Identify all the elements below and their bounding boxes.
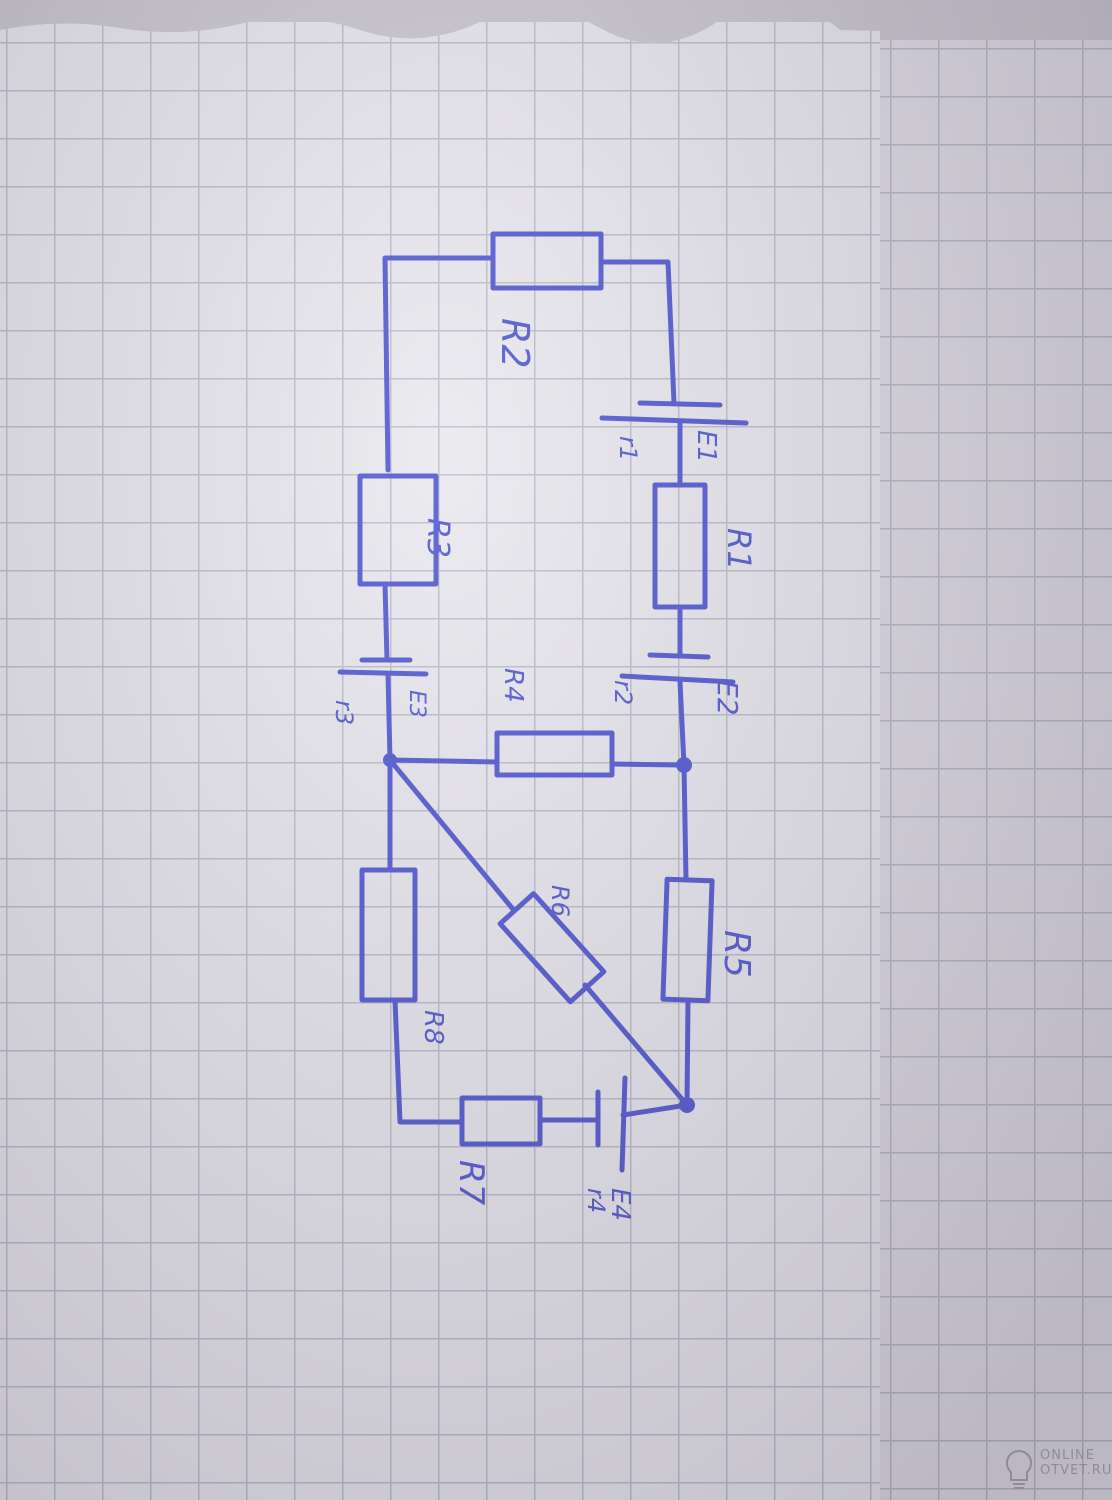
wire-top-left bbox=[382, 255, 496, 473]
label-R3: R3 bbox=[420, 518, 455, 558]
label-R4: R4 bbox=[498, 668, 528, 703]
label-R5: R5 bbox=[716, 930, 757, 978]
lightbulb-logo-icon bbox=[1005, 1449, 1033, 1489]
torn-paper-edge bbox=[0, 0, 1112, 44]
watermark: ONLINE OTVET.RU bbox=[1040, 1448, 1112, 1478]
wire-node-r8 bbox=[387, 757, 465, 1125]
resistor-R1 bbox=[652, 482, 708, 610]
label-r2: r2 bbox=[609, 680, 637, 705]
battery-E4 bbox=[595, 1075, 628, 1173]
watermark-line1: ONLINE bbox=[1040, 1448, 1095, 1463]
label-R1: R1 bbox=[720, 528, 758, 571]
label-R8: R8 bbox=[418, 1010, 448, 1045]
battery-E3 bbox=[337, 657, 429, 677]
wire-top-right bbox=[599, 259, 677, 406]
label-E3: E3 bbox=[404, 690, 429, 718]
label-r4: r4 bbox=[582, 1188, 610, 1213]
wire-r6 bbox=[387, 757, 690, 1108]
wire-e4-node bbox=[620, 1102, 690, 1118]
resistor-R6 bbox=[497, 891, 607, 1005]
battery-E1 bbox=[599, 400, 749, 426]
wire-node-r5 bbox=[681, 762, 691, 1108]
resistor-R4 bbox=[494, 730, 615, 778]
label-r3: r3 bbox=[330, 700, 358, 725]
label-R2: R2 bbox=[493, 318, 537, 369]
wire-r3-e3 bbox=[382, 581, 390, 663]
resistor-R3 bbox=[357, 473, 439, 587]
label-E1: E1 bbox=[691, 430, 721, 463]
graph-paper-right-page bbox=[880, 40, 1112, 1500]
resistor-R8 bbox=[359, 867, 418, 1003]
label-E2: E2 bbox=[711, 680, 744, 716]
wire-r4 bbox=[387, 757, 687, 768]
wire-e3-node bbox=[385, 671, 393, 763]
battery-E2 bbox=[619, 652, 736, 685]
label-r1: r1 bbox=[614, 436, 642, 461]
label-R7: R7 bbox=[451, 1160, 491, 1206]
wire-e2-node bbox=[677, 679, 687, 768]
resistor-R2 bbox=[490, 231, 604, 291]
label-R6: R6 bbox=[546, 885, 574, 917]
resistor-R7 bbox=[459, 1095, 543, 1147]
label-E4: E4 bbox=[605, 1188, 635, 1221]
watermark-line2: OTVET.RU bbox=[1040, 1463, 1112, 1478]
resistor-R5 bbox=[660, 876, 715, 1004]
